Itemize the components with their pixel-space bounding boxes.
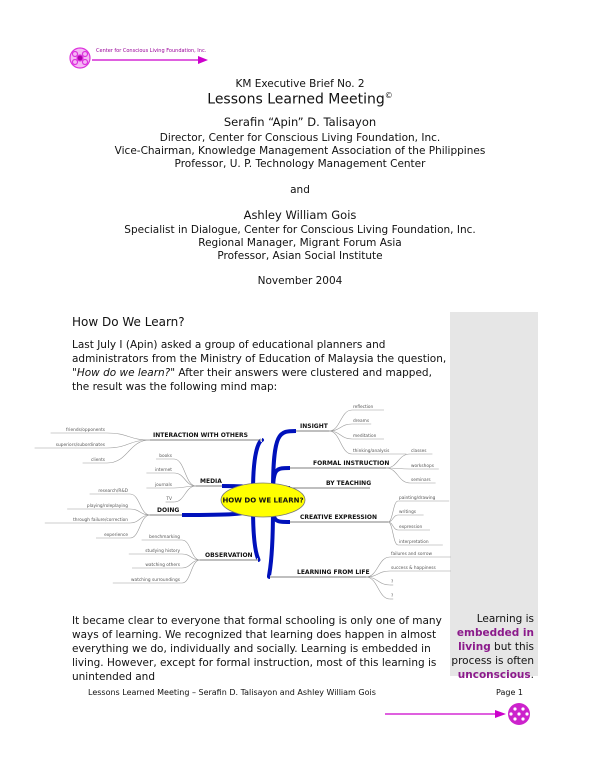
branch-connector: [271, 429, 297, 493]
branch-label: FORMAL INSTRUCTION: [313, 460, 389, 467]
leaf-label: playing/roleplaying: [87, 503, 128, 509]
leaf-connector: [385, 453, 411, 469]
leaf-label: meditation: [353, 433, 377, 439]
brief-series: KM Executive Brief No. 2: [235, 78, 365, 90]
header-logo: [69, 47, 208, 69]
author-role: Specialist in Dialogue, Center for Consc…: [124, 224, 476, 236]
leaf-connector: [106, 439, 151, 464]
leaf-label: clients: [91, 457, 106, 463]
leaf-connector: [129, 514, 151, 539]
leaf-label: superiors/subordinates: [56, 442, 106, 448]
leaf-label: through failure/correction: [73, 517, 128, 523]
leaf-connector: [173, 458, 197, 487]
leaf-label: dreams: [353, 418, 370, 424]
leaf-label: friends/opponents: [66, 427, 106, 433]
author-role: Vice-Chairman, Knowledge Management Asso…: [114, 145, 486, 157]
leaf-connector: [328, 430, 353, 440]
branch-connector: [251, 507, 261, 562]
paragraph-2: It became clear to everyone that formal …: [72, 615, 442, 683]
leaf-connector: [106, 439, 151, 449]
leaf-connector: [387, 514, 399, 523]
branch-label: INTERACTION WITH OTHERS: [153, 432, 248, 439]
leaf-label: studying history: [145, 548, 180, 554]
leaf-label: books: [159, 453, 172, 459]
and-text: and: [290, 184, 310, 196]
leaf-label: internet: [155, 467, 172, 473]
leaf-label: ?: [391, 579, 393, 585]
page-number: Page 1: [496, 688, 523, 697]
branch-label: OBSERVATION: [205, 552, 253, 559]
leaf-label: interpretation: [399, 539, 429, 545]
leaf-label: painting/drawing: [399, 495, 436, 501]
branch-label: MEDIA: [200, 478, 222, 485]
author-name: Serafin “Apin” D. Talisayon: [223, 115, 377, 129]
branch-label: CREATIVE EXPRESSION: [300, 514, 377, 521]
paragraph-1: Last July I (Apin) asked a group of educ…: [72, 339, 447, 393]
leaf-connector: [181, 559, 201, 569]
author-role: Professor, Asian Social Institute: [217, 250, 383, 262]
leaf-connector: [129, 508, 151, 516]
leaf-connector: [181, 539, 201, 561]
branch-label: BY TEACHING: [326, 480, 371, 487]
leaf-connector: [365, 556, 391, 578]
leaf-connector: [365, 576, 391, 586]
leaf-connector: [106, 432, 151, 441]
leaf-label: watching others: [145, 562, 180, 568]
footer-logo: [385, 703, 530, 725]
leaf-connector: [328, 423, 353, 432]
date: November 2004: [257, 275, 343, 287]
center-label: HOW DO WE LEARN?: [222, 497, 303, 505]
branch-label: DOING: [157, 507, 179, 514]
leaf-label: workshops: [411, 463, 435, 469]
leaf-connector: [181, 559, 201, 584]
leaf-label: expression: [399, 524, 422, 530]
leaf-label: thinking/analysis: [353, 448, 390, 454]
leaf-connector: [129, 493, 151, 516]
leaf-label: reflection: [353, 404, 374, 410]
leaf-connector: [129, 514, 151, 524]
leaf-label: research/R&D: [98, 488, 128, 494]
author-role: Regional Manager, Migrant Forum Asia: [198, 237, 402, 249]
leaf-connector: [387, 521, 399, 546]
leaf-label: journals: [154, 482, 173, 488]
leaf-label: failures and sorrow: [391, 551, 432, 557]
author-role: Professor, U. P. Technology Management C…: [174, 158, 426, 170]
leaf-connector: [328, 430, 353, 455]
center-node: [220, 482, 306, 518]
leaf-label: success & happiness: [391, 565, 437, 571]
arrow-icon: [198, 56, 208, 64]
leaf-connector: [387, 500, 399, 523]
leaf-connector: [181, 553, 201, 561]
leaf-label: classes: [411, 448, 427, 454]
branch-connector: [266, 507, 275, 579]
sidebar-panel: [450, 312, 538, 676]
leaf-label: experience: [104, 532, 128, 538]
section-heading: How Do We Learn?: [72, 315, 185, 329]
leaf-label: benchmarking: [149, 534, 180, 540]
pull-quote: Learning is embedded in living but this …: [451, 613, 534, 681]
footer-text: Lessons Learned Meeting – Serafin D. Tal…: [88, 688, 376, 697]
header-org: Center for Conscious Living Foundation, …: [96, 48, 207, 54]
branch-label: LEARNING FROM LIFE: [297, 569, 370, 576]
leaf-label: watching surroundings: [131, 577, 181, 583]
leaf-connector: [365, 576, 391, 600]
leaf-connector: [173, 485, 197, 503]
leaf-connector: [328, 409, 353, 432]
leaf-label: TV: [165, 496, 172, 502]
arrow-icon: [495, 710, 506, 718]
hexagon-logo-icon: [69, 47, 91, 69]
author-name: Ashley William Gois: [243, 208, 357, 222]
hexagon-logo-icon: [508, 703, 530, 725]
leaf-label: seminars: [411, 477, 431, 483]
leaf-connector: [385, 467, 411, 484]
leaf-connector: [173, 472, 197, 487]
author-role: Director, Center for Conscious Living Fo…: [159, 132, 441, 144]
leaf-label: writings: [399, 509, 417, 515]
leaf-label: ?: [391, 593, 393, 599]
page-title: Lessons Learned Meeting©: [207, 91, 393, 108]
leaf-connector: [365, 570, 391, 578]
branch-label: INSIGHT: [300, 423, 329, 430]
